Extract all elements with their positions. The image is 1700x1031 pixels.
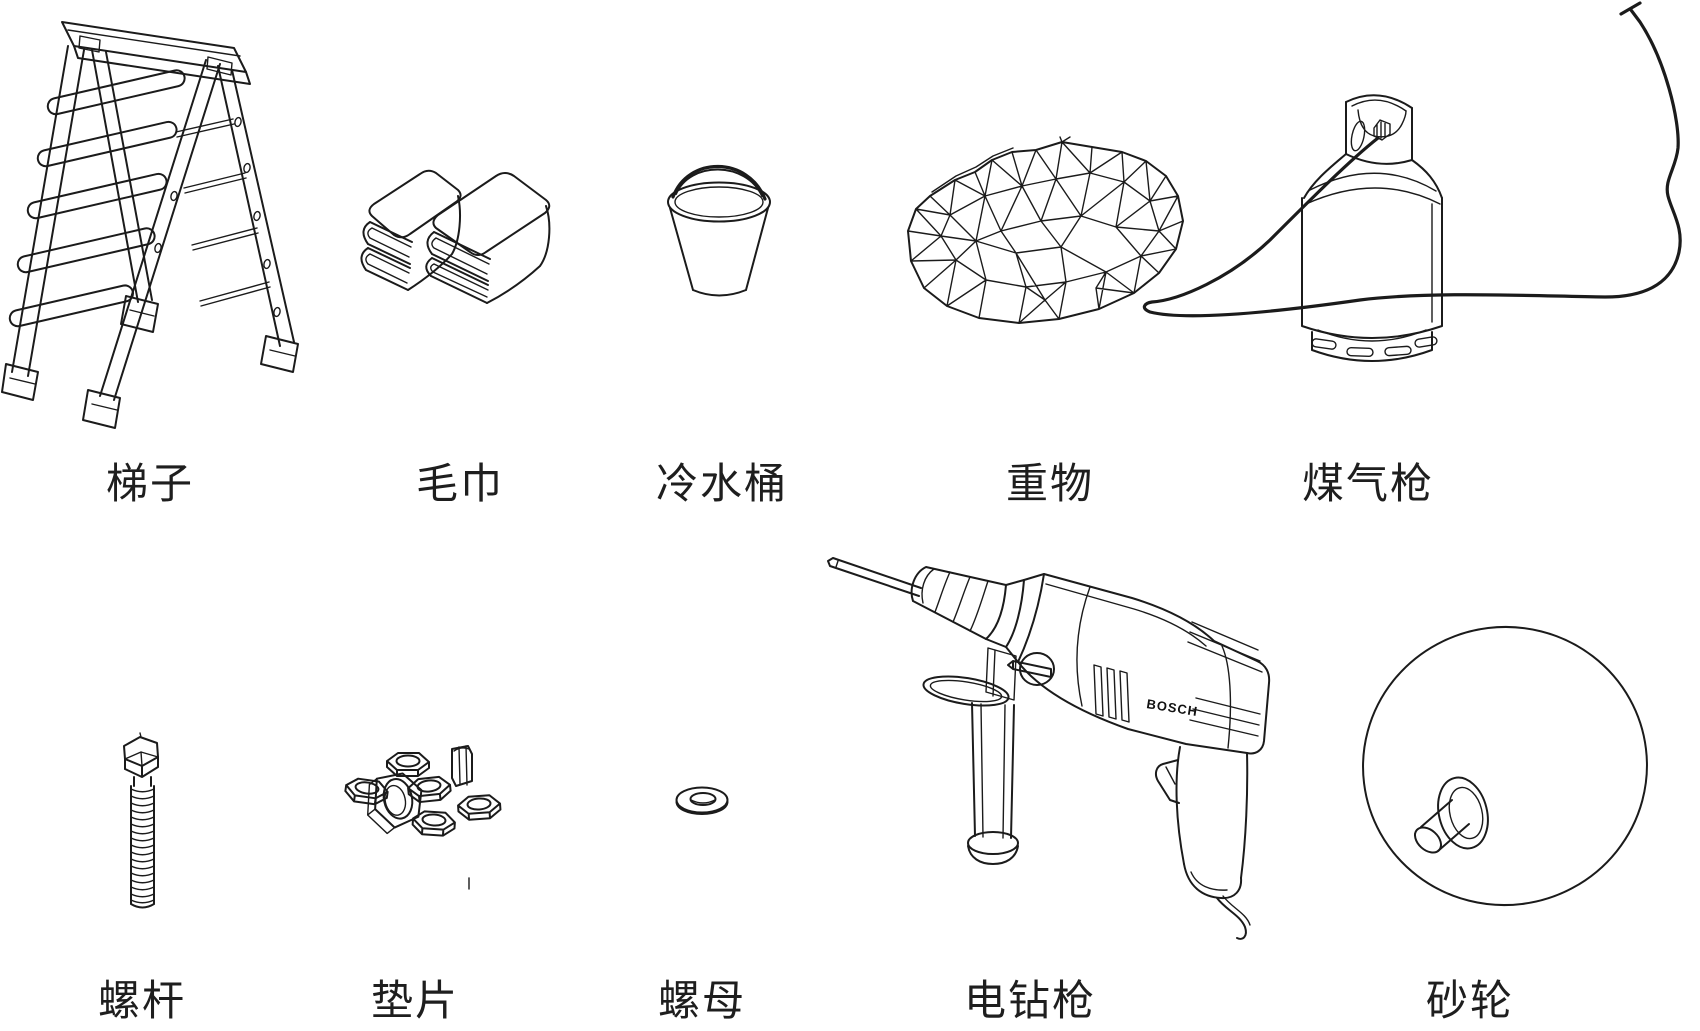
gas-cylinder-illustration [1142,1,1682,362]
label-bolt: 螺杆 [97,977,186,1024]
label-towels: 毛巾 [415,460,504,507]
nuts-illustration [344,745,502,890]
bolt-illustration [123,732,159,909]
label-washer: 螺母 [657,977,746,1024]
label-nuts: 垫片 [370,977,459,1024]
rock-illustration [907,136,1184,324]
washer-illustration [675,786,729,815]
label-gas-cylinder: 煤气枪 [1301,460,1434,507]
drill-illustration: BOSCH [827,557,1271,940]
ladder-illustration [1,21,299,429]
label-bucket: 冷水桶 [655,460,788,507]
label-grinding-wheel: 砂轮 [1425,977,1514,1024]
drill-brand-text: BOSCH [1146,696,1200,719]
label-rock: 重物 [1005,460,1094,507]
label-ladder: 梯子 [105,460,194,507]
bucket-illustration [667,165,771,297]
label-drill: 电钻枪 [963,977,1096,1024]
grinding-wheel-illustration [1362,625,1648,907]
towels-illustration [360,169,551,304]
